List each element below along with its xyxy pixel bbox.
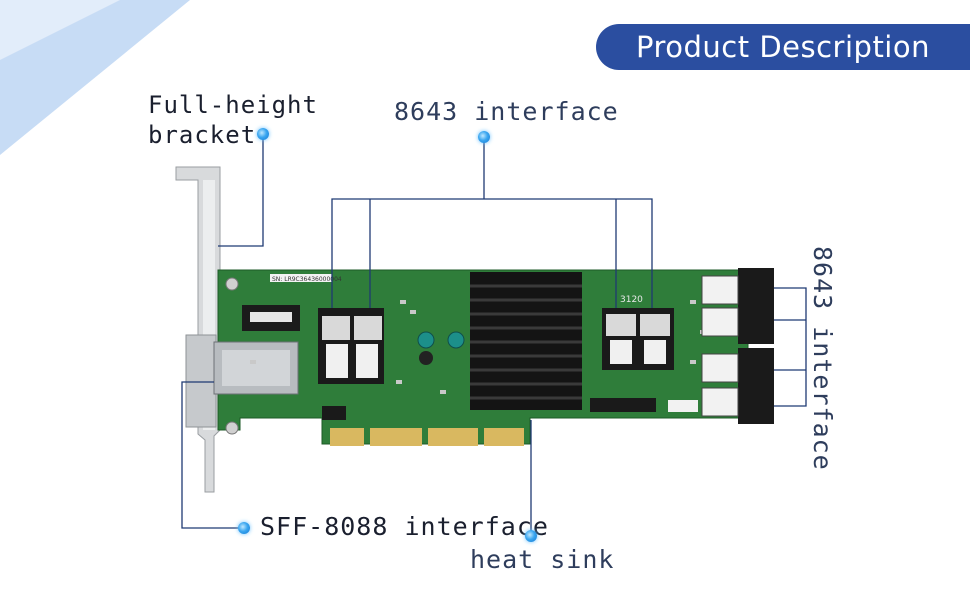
banner-title: Product Description bbox=[636, 30, 930, 64]
pcb: SN: LR9C36436000004 bbox=[213, 269, 749, 446]
interface-top-label: 8643 interface bbox=[394, 97, 619, 126]
product-description-banner: Product Description bbox=[596, 24, 970, 70]
right-connectors bbox=[701, 268, 774, 424]
bracket-label: Full-height bracket bbox=[148, 90, 318, 150]
sff-label: SFF-8088 interface bbox=[260, 512, 549, 541]
bracket-label-line2: bracket bbox=[148, 121, 257, 149]
heat-sink-shape bbox=[470, 272, 582, 410]
serial-label: SN: LR9C36436000004 bbox=[272, 276, 342, 283]
interface-top-dot-icon bbox=[478, 131, 490, 143]
heat-sink-dot-icon bbox=[525, 530, 537, 542]
bracket-label-line1: Full-height bbox=[148, 91, 318, 119]
corner-decoration bbox=[0, 0, 190, 155]
interface-right-label: 8643 interface bbox=[808, 246, 837, 471]
bracket bbox=[175, 166, 221, 493]
callout-lines bbox=[181, 134, 807, 534]
sff-dot-icon bbox=[238, 522, 250, 534]
board-marking: 3120 bbox=[620, 295, 643, 305]
bracket-dot-icon bbox=[257, 128, 269, 140]
heat-sink-label: heat sink bbox=[470, 545, 615, 574]
